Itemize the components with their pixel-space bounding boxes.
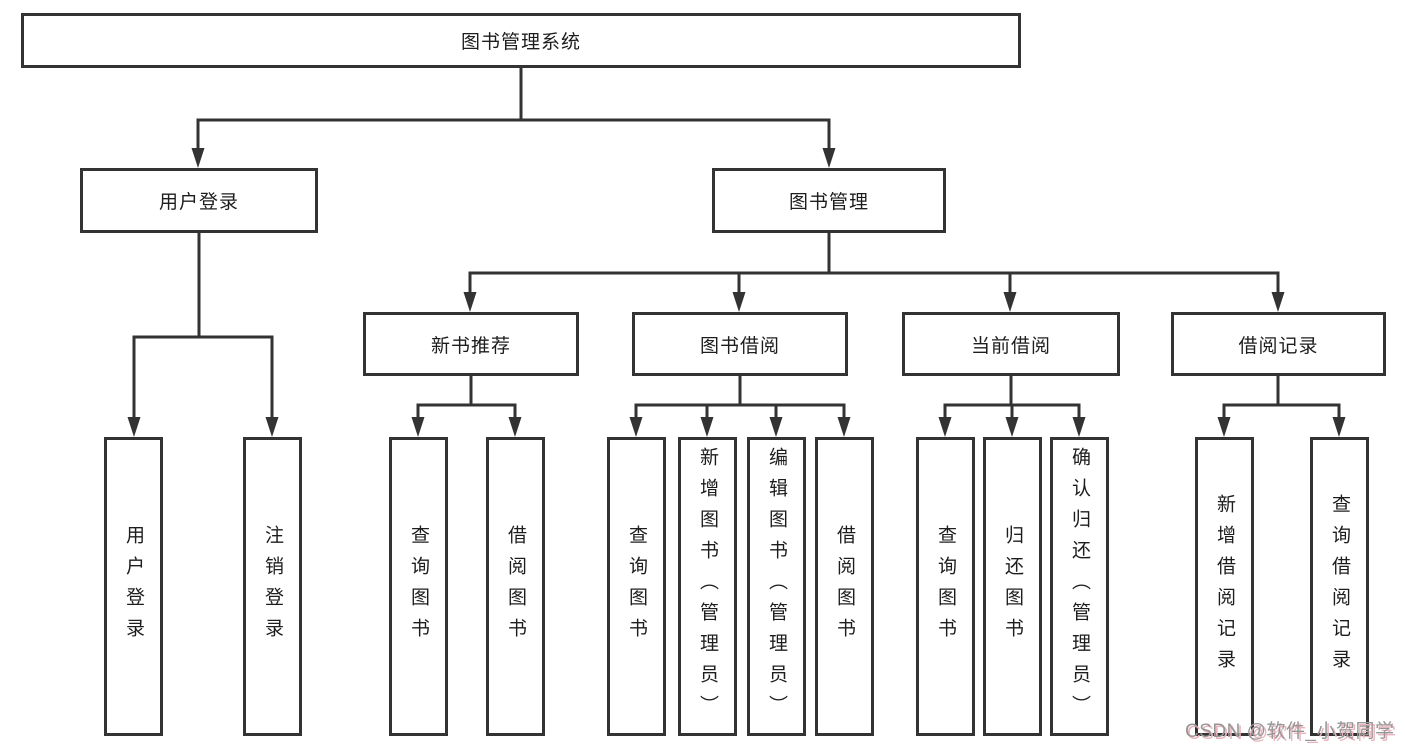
leaf-user-login: 用户登录 [104,437,163,736]
leaf-label: 新增借阅记录 [1214,493,1235,680]
arrowhead [191,148,205,168]
leaf-confirm-return-admin: 确认归还（管理员） [1050,437,1109,736]
leaf-logout: 注销登录 [243,437,302,736]
node-label: 图书管理系统 [460,32,581,53]
leaf-edit-book-admin: 编辑图书（管理员） [747,437,806,736]
node-borrowing-records: 借阅记录 [1171,312,1386,376]
arrowhead [837,417,851,437]
arrowhead [1072,417,1086,437]
node-label: 图书管理 [788,192,869,213]
leaf-borrow-book-recommend: 借阅图书 [486,437,545,736]
leaf-label: 查询借阅记录 [1329,493,1350,680]
node-new-book-recommend: 新书推荐 [363,312,579,376]
node-label: 图书借阅 [699,335,780,357]
arrowhead [769,417,783,437]
leaf-label: 注销登录 [262,524,283,649]
leaf-label: 用户登录 [123,524,144,649]
node-label: 新书推荐 [430,335,511,357]
node-current-borrowing: 当前借阅 [902,312,1120,376]
arrowhead [1332,417,1346,437]
leaf-label: 借阅图书 [505,524,526,649]
leaf-label: 归还图书 [1002,524,1023,649]
node-label: 用户登录 [158,192,239,213]
connector-borrowing-records-to-leaves [1217,376,1346,437]
arrowhead [463,292,477,312]
leaf-label: 查询图书 [408,524,429,649]
leaf-add-borrow-record: 新增借阅记录 [1195,437,1254,736]
arrowhead [1217,417,1231,437]
arrowhead [411,417,425,437]
leaf-borrow-book: 借阅图书 [815,437,874,736]
node-label: 当前借阅 [970,335,1051,357]
arrowhead [822,148,836,168]
connector-book-mgmt-to-level3 [463,233,1285,312]
connector-user-login-to-leaves [127,233,279,437]
arrowhead [1005,417,1019,437]
leaf-query-book-borrowing: 查询图书 [607,437,666,736]
arrowhead [1003,292,1017,312]
arrowhead [732,292,746,312]
arrowhead [127,417,141,437]
leaf-label: 借阅图书 [834,524,855,649]
node-user-login: 用户登录 [80,168,318,233]
leaf-add-book-admin: 新增图书（管理员） [678,437,737,736]
leaf-query-borrow-record: 查询借阅记录 [1310,437,1369,736]
arrowhead [508,417,522,437]
node-label: 借阅记录 [1238,335,1319,357]
connector-root-to-level2 [191,68,836,168]
leaf-label: 新增图书（管理员） [697,447,718,726]
leaf-return-book: 归还图书 [983,437,1042,736]
arrowhead [938,417,952,437]
leaf-query-book-current: 查询图书 [916,437,975,736]
leaf-query-book-recommend: 查询图书 [389,437,448,736]
node-book-borrowing: 图书借阅 [632,312,848,376]
connector-current-borrowing-to-leaves [938,376,1086,437]
arrowhead [1271,292,1285,312]
arrowhead [629,417,643,437]
csdn-watermark: CSDN @软件_小贺同学 [1185,721,1395,742]
leaf-label: 查询图书 [626,524,647,649]
leaf-label: 查询图书 [935,524,956,649]
arrowhead [700,417,714,437]
leaf-label: 确认归还（管理员） [1069,447,1090,726]
node-book-management: 图书管理 [712,168,946,233]
leaf-label: 编辑图书（管理员） [766,447,787,726]
node-root-library-system: 图书管理系统 [21,13,1021,68]
connector-book-borrowing-to-leaves [629,376,851,437]
connector-new-book-recommend-to-leaves [411,376,522,437]
arrowhead [265,417,279,437]
